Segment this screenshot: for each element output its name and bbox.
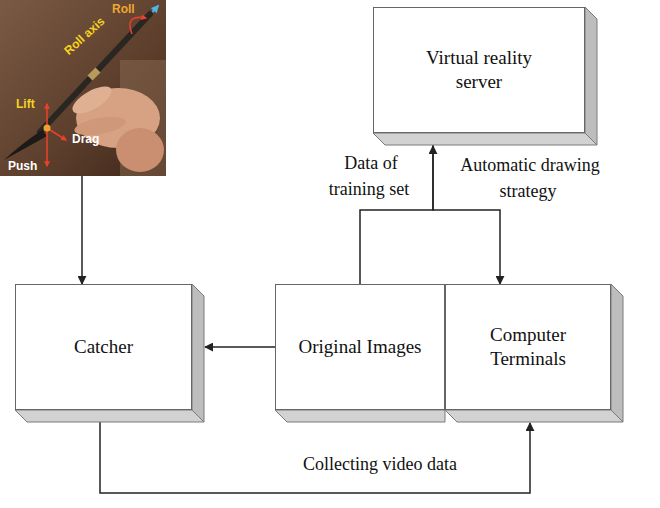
motion-label: Roll	[112, 3, 135, 16]
edge-label-text: Collecting video data	[301, 454, 459, 474]
motion-label: Lift	[16, 98, 35, 111]
brush-photo: RollRoll axisLiftDragPush	[0, 0, 166, 176]
flow-arrow	[81, 176, 83, 284]
process-box: Virtual reality server	[373, 7, 585, 133]
box-label: Original Images	[299, 335, 422, 359]
box-label: Computer Terminals	[463, 323, 593, 371]
edge-label-text: Automatic drawing strategy	[458, 155, 599, 201]
box-label: Virtual reality server	[404, 46, 554, 94]
motion-label: Push	[8, 160, 37, 173]
brush-illustration	[0, 0, 166, 176]
box-label: Catcher	[74, 335, 133, 359]
edge-label: Data of training set	[314, 150, 426, 202]
edge-label: Collecting video data	[230, 451, 530, 477]
edge-label-text: Data of training set	[329, 153, 411, 199]
flow-arrow	[100, 422, 530, 493]
motion-label: Drag	[72, 133, 99, 146]
process-box: Computer Terminals	[445, 284, 611, 410]
flow-arrow	[205, 346, 275, 348]
edge-label: Automatic drawing strategy	[443, 152, 615, 204]
process-box: Original Images	[275, 284, 445, 410]
process-box: Catcher	[15, 284, 192, 410]
